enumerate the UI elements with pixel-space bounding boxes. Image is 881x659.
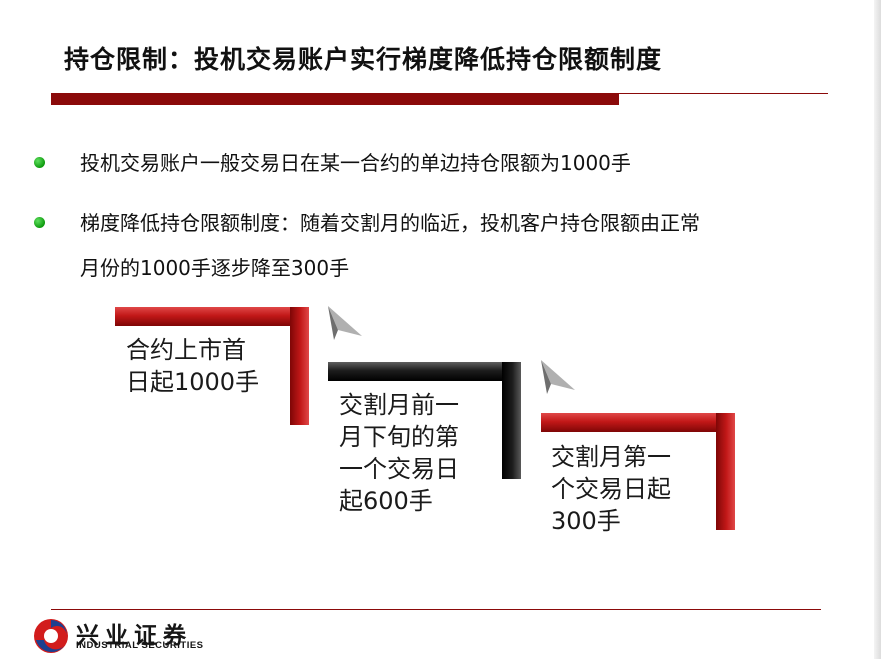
step-2-side-bar <box>502 362 521 479</box>
step-1-label-line-2: 日起1000手 <box>126 368 260 396</box>
step-3-label: 交割月第一 个交易日起 300手 <box>551 441 671 537</box>
step-2-label-line-2: 月下旬的第 <box>339 423 459 451</box>
bullet-dot-icon <box>34 217 45 228</box>
footer-divider <box>51 609 821 610</box>
title-underline-line <box>619 93 828 94</box>
step-3-top-bar <box>541 413 735 432</box>
step-2-label-line-3: 一个交易日 <box>339 455 459 483</box>
title-underline-bar <box>51 93 619 105</box>
industrial-securities-logo-icon <box>34 619 68 653</box>
bullet-item-2-line-2: 月份的1000手逐步降至300手 <box>80 256 350 280</box>
step-2-top-bar <box>328 362 521 381</box>
step-arrow-icon <box>328 306 362 340</box>
step-arrow-icon <box>541 360 575 394</box>
bullet-dot-icon <box>34 157 45 168</box>
step-1-top-bar <box>115 307 309 326</box>
step-2-label-line-4: 起600手 <box>339 487 433 515</box>
step-3-label-line-3: 300手 <box>551 507 621 535</box>
step-3-side-bar <box>716 413 735 530</box>
step-1-label-line-1: 合约上市首 <box>126 336 246 364</box>
bullet-item-2-line-1: 梯度降低持仓限额制度：随着交割月的临近，投机客户持仓限额由正常 <box>80 211 700 235</box>
step-3-label-line-1: 交割月第一 <box>551 443 671 471</box>
step-2-label: 交割月前一 月下旬的第 一个交易日 起600手 <box>339 389 459 517</box>
slide-right-edge <box>874 0 881 659</box>
logo-chinese-name: 兴业证券 <box>76 623 192 649</box>
step-1-side-bar <box>290 307 309 425</box>
slide-title: 持仓限制：投机交易账户实行梯度降低持仓限额制度 <box>64 45 663 74</box>
step-3-label-line-2: 个交易日起 <box>551 475 671 503</box>
logo-english-name: INDUSTRIAL SECURITIES <box>76 640 204 651</box>
step-2-label-line-1: 交割月前一 <box>339 391 459 419</box>
step-1-label: 合约上市首 日起1000手 <box>126 334 259 398</box>
bullet-item-1: 投机交易账户一般交易日在某一合约的单边持仓限额为1000手 <box>80 151 631 175</box>
